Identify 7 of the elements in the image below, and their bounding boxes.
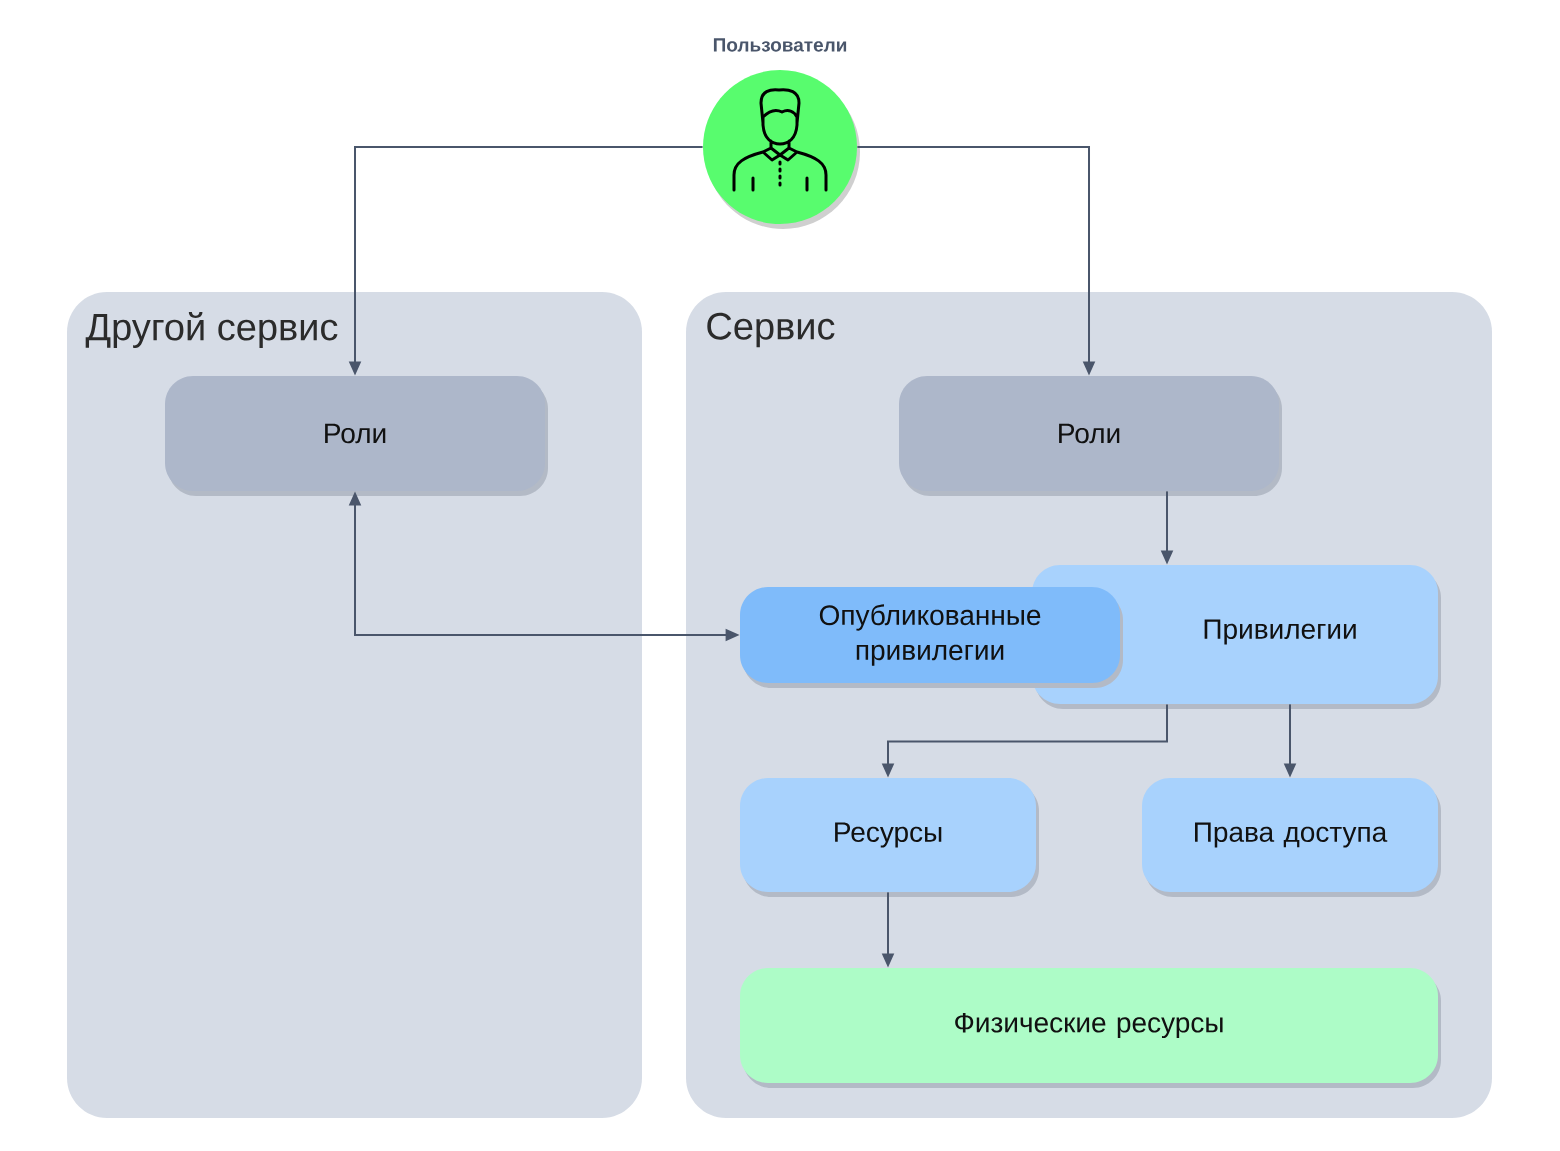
roles-box: Роли <box>899 376 1282 496</box>
published-privileges-box: Опубликованные привилегии <box>740 587 1123 688</box>
resources-box: Ресурсы <box>740 778 1039 897</box>
roles-box: Роли <box>165 376 548 496</box>
node-title: Пользователи <box>713 38 847 52</box>
access-rights-box: Права доступа <box>1142 778 1441 897</box>
physical-resources-box: Физические ресурсы <box>740 968 1441 1088</box>
